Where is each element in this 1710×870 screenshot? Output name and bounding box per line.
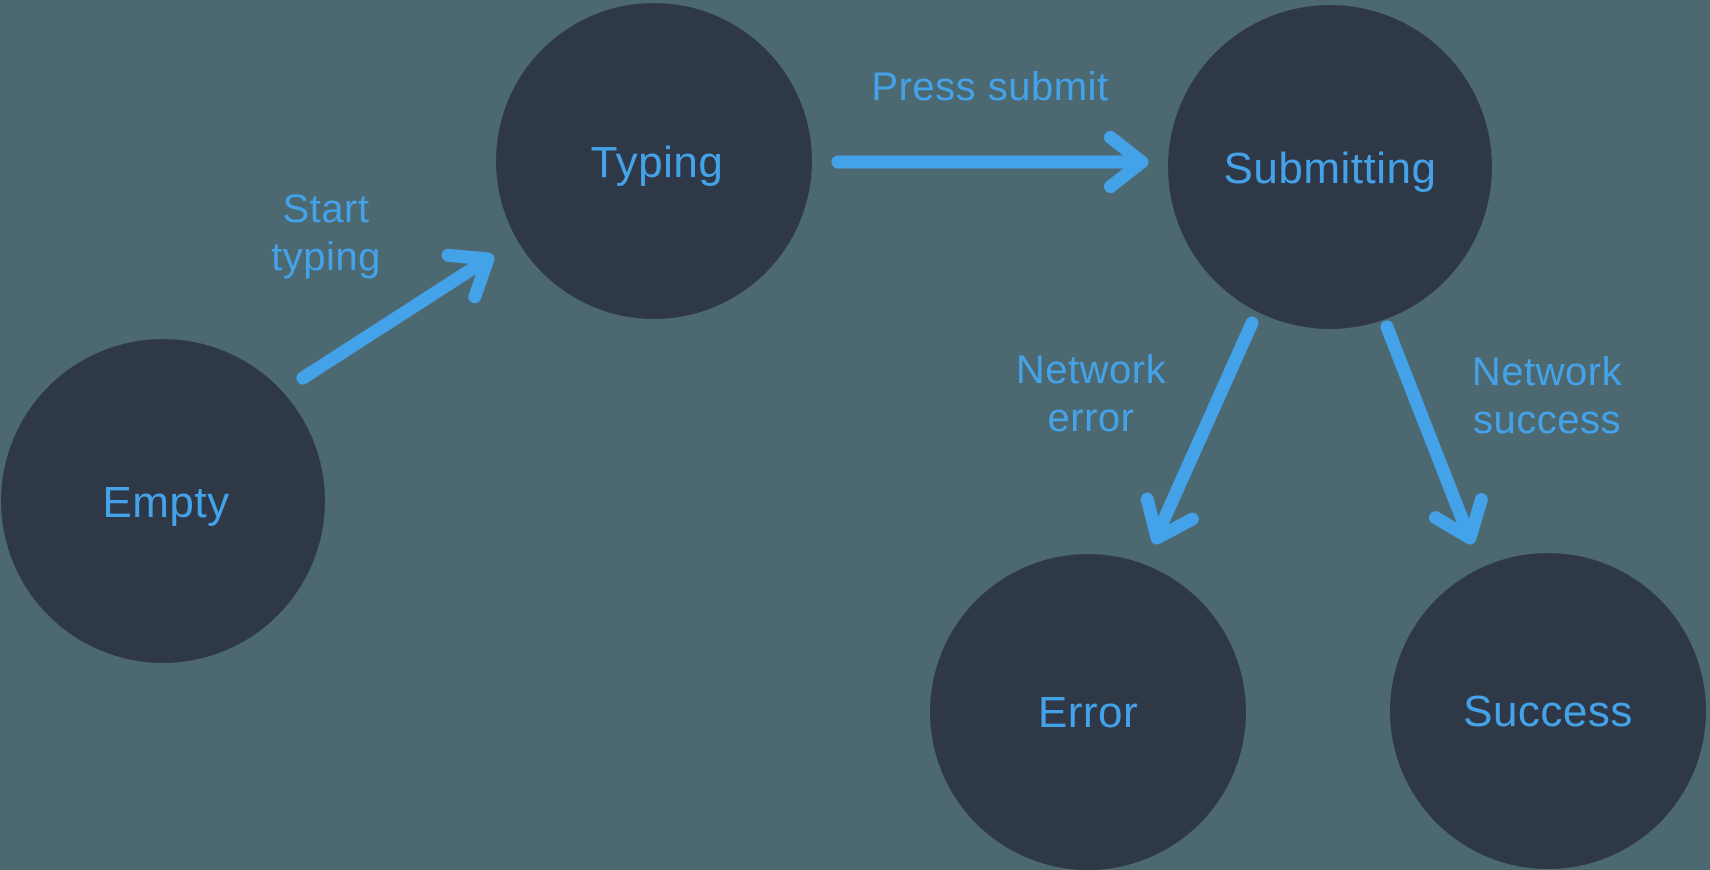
state-node-empty: Empty [1, 339, 325, 663]
edge-empty-to-typing-line [296, 253, 493, 385]
state-node-success-label: Success [1463, 687, 1633, 736]
arrowhead-icon [1104, 130, 1149, 194]
edge-empty-to-typing: Start typing [271, 187, 495, 385]
state-node-typing-label: Typing [591, 138, 724, 187]
state-node-submitting-circle [1168, 5, 1492, 329]
state-node-error: Error [930, 554, 1246, 870]
state-node-typing: Typing [496, 3, 812, 319]
state-node-typing-circle [496, 3, 812, 319]
state-node-submitting-label: Submitting [1224, 144, 1437, 193]
arrowhead-icon [1140, 492, 1199, 545]
state-node-error-circle [930, 554, 1246, 870]
state-node-empty-circle [1, 339, 325, 663]
state-node-success: Success [1390, 553, 1706, 869]
state-node-empty-label: Empty [102, 478, 229, 527]
edge-submitting-to-success: Network success [1380, 320, 1623, 545]
edge-empty-to-typing-label-line1: Start [283, 187, 370, 231]
edge-submitting-to-error-label-line1: Network [1016, 348, 1167, 392]
edge-typing-to-submitting: Press submit [831, 65, 1149, 194]
edge-empty-to-typing-label-line2: typing [271, 235, 381, 279]
state-node-success-circle [1390, 553, 1706, 869]
arrowhead-icon [441, 248, 495, 304]
edge-submitting-to-error: Network error [1016, 316, 1259, 545]
edge-submitting-to-error-line [1150, 316, 1259, 542]
state-node-submitting: Submitting [1168, 5, 1492, 329]
edge-submitting-to-success-line [1380, 320, 1475, 541]
edge-submitting-to-error-label-line2: error [1048, 396, 1135, 440]
edge-submitting-to-success-label-line2: success [1473, 398, 1621, 442]
arrowhead-icon [1429, 493, 1488, 545]
edge-submitting-to-success-label-line1: Network [1472, 350, 1623, 394]
state-node-error-label: Error [1038, 688, 1138, 737]
edge-typing-to-submitting-label: Press submit [871, 65, 1108, 109]
